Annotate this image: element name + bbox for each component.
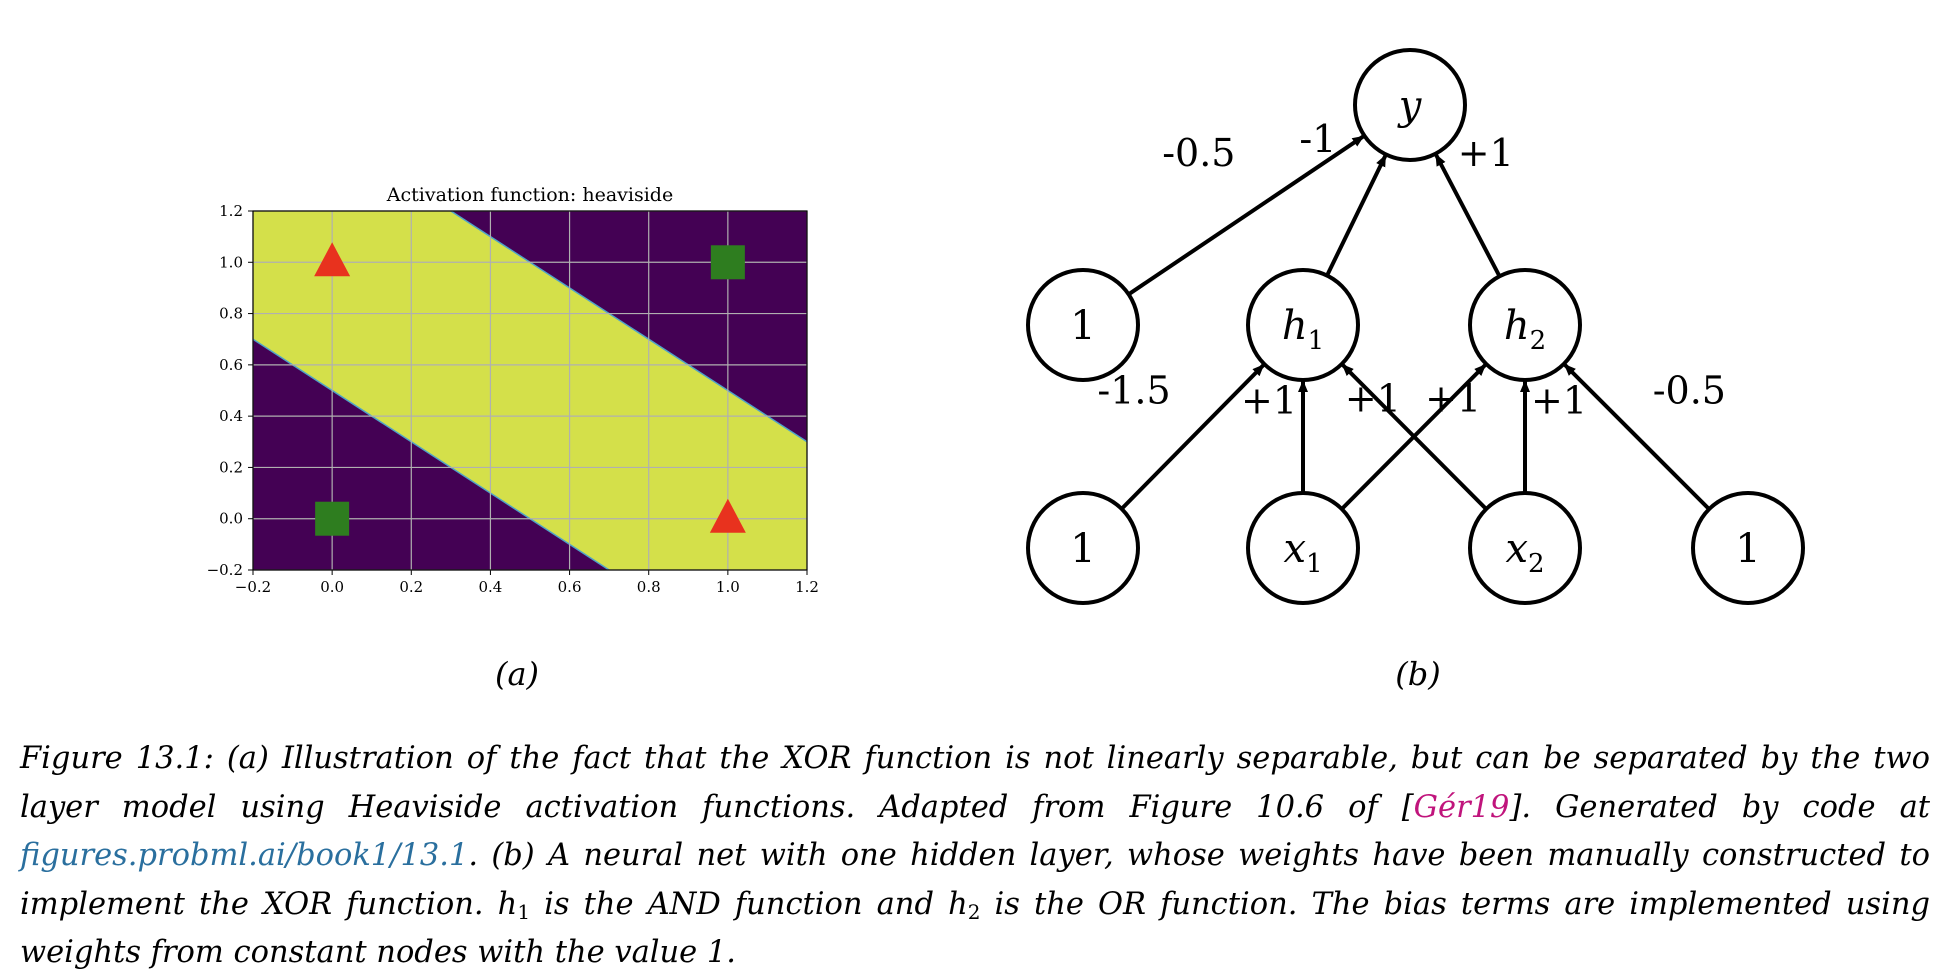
node-y <box>1353 48 1467 162</box>
figure-caption: Figure 13.1: (a) Illustration of the fac… <box>20 735 1930 978</box>
y-tick-label: 0.2 <box>219 458 243 476</box>
weight-label: +1 <box>1531 378 1587 422</box>
plot-background-high-region <box>253 211 807 570</box>
square-marker <box>710 245 745 280</box>
node-h1 <box>1246 268 1360 382</box>
edge-b_h2-to-h2 <box>1562 362 1711 511</box>
weight-label: +1 <box>1241 378 1297 422</box>
weight-label: +1 <box>1345 376 1401 420</box>
edge-h1-to-y <box>1325 153 1388 277</box>
node-h2 <box>1468 268 1582 382</box>
caption-text-1: (a) Illustration of the fact that the XO… <box>20 741 1930 825</box>
y-tick-label: 1.2 <box>219 202 243 220</box>
caption-citation-link[interactable]: Gér19 <box>1413 789 1510 825</box>
panel-a-label: (a) <box>495 655 539 693</box>
y-tick-label: 0.8 <box>219 305 243 323</box>
node-label-h2: h2 <box>1504 303 1546 356</box>
weight-label: -1.5 <box>1097 368 1170 412</box>
caption-text-2: ]. Generated by code at <box>1509 789 1931 825</box>
x-tick-label: 1.2 <box>795 578 819 596</box>
node-label-x2: x2 <box>1505 526 1544 579</box>
plot-frame <box>252 210 808 571</box>
caption-text-5: is the OR function. The bias terms are i… <box>20 886 1930 971</box>
x-tick-label: 0.2 <box>399 578 423 596</box>
caption-h2-symbol: h2 <box>948 886 981 924</box>
y-tick-label: 0.6 <box>219 356 243 374</box>
x-tick-label: 0.4 <box>478 578 502 596</box>
x-tick-label: 0.8 <box>637 578 661 596</box>
y-tick-label: 0.0 <box>219 510 243 528</box>
edge-h2-to-y <box>1433 152 1502 278</box>
square-marker <box>315 501 350 536</box>
weight-label: -0.5 <box>1162 131 1235 175</box>
edge-x1-to-h2 <box>1340 362 1488 511</box>
x-tick-label: −0.2 <box>235 578 271 596</box>
caption-h1-symbol: h1 <box>497 886 531 924</box>
edge-b_h1-to-h1 <box>1120 362 1266 511</box>
caption-text-3: . (b) A neural net with one hidden layer… <box>20 838 1930 922</box>
node-x1 <box>1246 491 1360 605</box>
panel-a-decision-boundary-plot: −0.2 0.0 0.2 0.4 0.6 0.8 1.0 1.2 −0.2 0.0 0.2 0.4 0.… <box>207 184 819 596</box>
panel-b-network-diagram: -0.5 -1 +1 -1.5 +1 +1 +1 +1 -0.5 y 1 h1 h2 1 x1 x2 1 <box>1026 48 1805 605</box>
caption-code-url-link[interactable]: figures.probml.ai/book1/13.1 <box>20 838 469 873</box>
triangle-marker <box>709 498 746 533</box>
y-tick-label: 0.4 <box>219 407 243 425</box>
plot-title: Activation function: heaviside <box>386 184 673 206</box>
x-tick-label: 1.0 <box>716 578 740 596</box>
y-tick-label: 1.0 <box>219 253 243 271</box>
node-b_h1 <box>1026 491 1140 605</box>
node-label-h1: h1 <box>1282 303 1324 356</box>
weight-label: -0.5 <box>1653 368 1726 412</box>
node-label-b_h1: 1 <box>1070 526 1095 572</box>
x-tick-label: 0.0 <box>320 578 344 596</box>
node-b_h2 <box>1691 491 1805 605</box>
node-label-y: y <box>1397 83 1423 129</box>
weight-label: +1 <box>1458 131 1514 175</box>
node-b_out <box>1026 268 1140 382</box>
node-label-x1: x1 <box>1283 526 1322 579</box>
weight-label: +1 <box>1425 376 1481 420</box>
panel-b-label: (b) <box>1395 655 1440 693</box>
caption-figure-label: Figure 13.1: <box>20 741 214 776</box>
node-x2 <box>1468 491 1582 605</box>
caption-text-4: is the AND function and <box>530 886 949 922</box>
node-label-b_out: 1 <box>1070 303 1095 349</box>
weight-label: -1 <box>1299 117 1336 161</box>
edge-b_out-to-y <box>1127 134 1366 296</box>
x-tick-label: 0.6 <box>558 578 582 596</box>
y-tick-label: −0.2 <box>207 561 243 579</box>
triangle-marker <box>314 242 351 277</box>
node-label-b_h2: 1 <box>1735 526 1760 572</box>
